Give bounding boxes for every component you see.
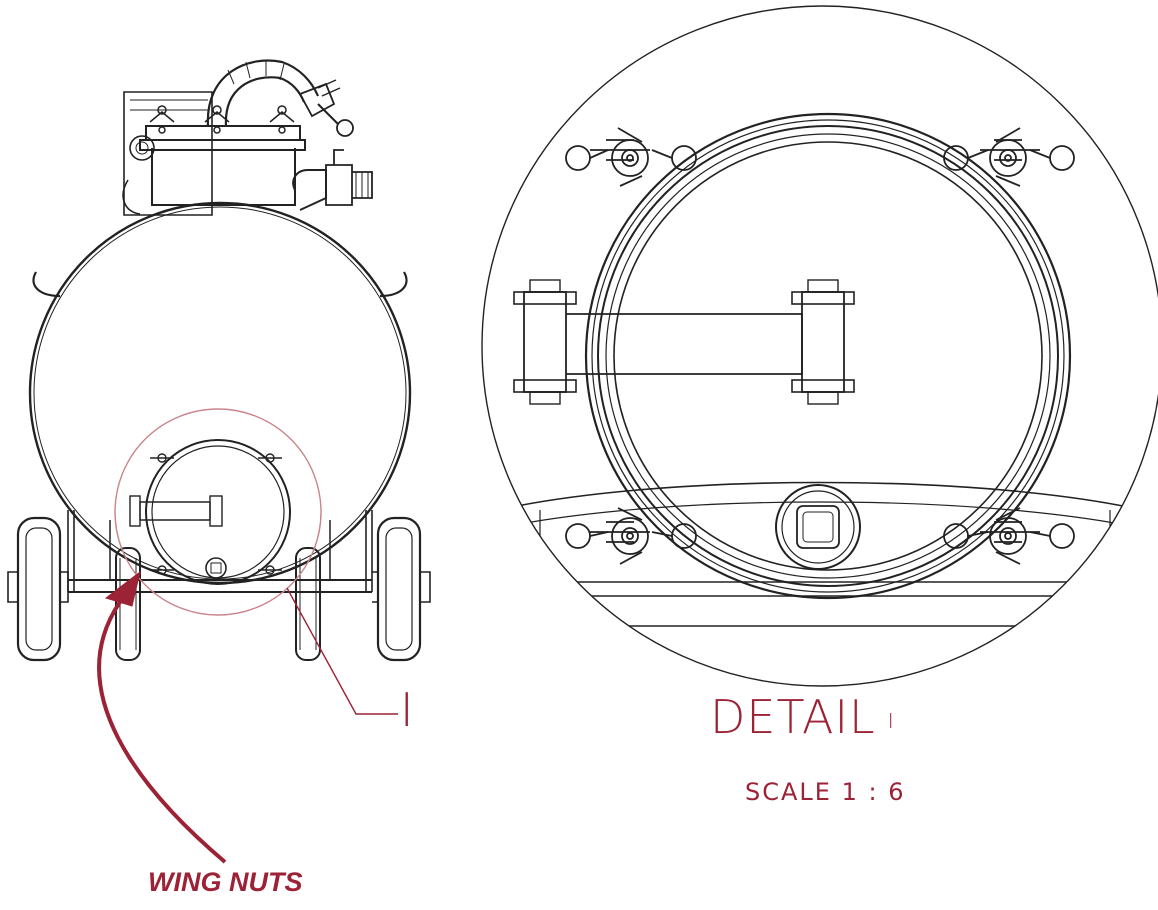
detail-callout-circle — [114, 408, 322, 616]
wing-nuts-pointer — [97, 600, 227, 864]
riser-housing — [151, 148, 296, 206]
hatch-hinge — [513, 279, 855, 405]
axle-frame — [68, 579, 372, 593]
detail-title-text: DETAIL — [710, 690, 876, 744]
detail-view-contents — [482, 112, 1158, 627]
tank-front-view — [7, 59, 431, 662]
wing-nut-top-right — [943, 127, 1075, 187]
detail-title: DETAIL I — [710, 690, 895, 744]
wing-nuts-label: WING NUTS — [148, 867, 303, 897]
detail-id: I — [887, 708, 895, 733]
hatch-outer-ring — [584, 112, 1072, 600]
side-outlet-valve — [292, 169, 327, 211]
callout-letter: I — [400, 683, 414, 737]
detail-callout-leader — [286, 587, 398, 715]
left-lift-hook — [32, 271, 61, 298]
wing-nut-top-left — [565, 127, 697, 187]
cleanout-hatch-small — [129, 439, 291, 585]
rear-panel — [123, 91, 213, 216]
right-outer-wheel — [372, 516, 431, 662]
wing-nuts-arrowhead — [104, 570, 141, 607]
right-inner-wheel — [295, 547, 321, 661]
detail-scale: SCALE 1 : 6 — [745, 778, 906, 806]
detail-view-circle — [481, 5, 1158, 687]
hatch-drain — [775, 484, 861, 570]
wing-nut-bottom-left — [565, 507, 697, 565]
top-hose — [206, 59, 320, 127]
wing-nut-bottom-right — [943, 507, 1075, 565]
left-outer-wheel — [7, 516, 69, 662]
right-lift-hook — [379, 271, 408, 298]
